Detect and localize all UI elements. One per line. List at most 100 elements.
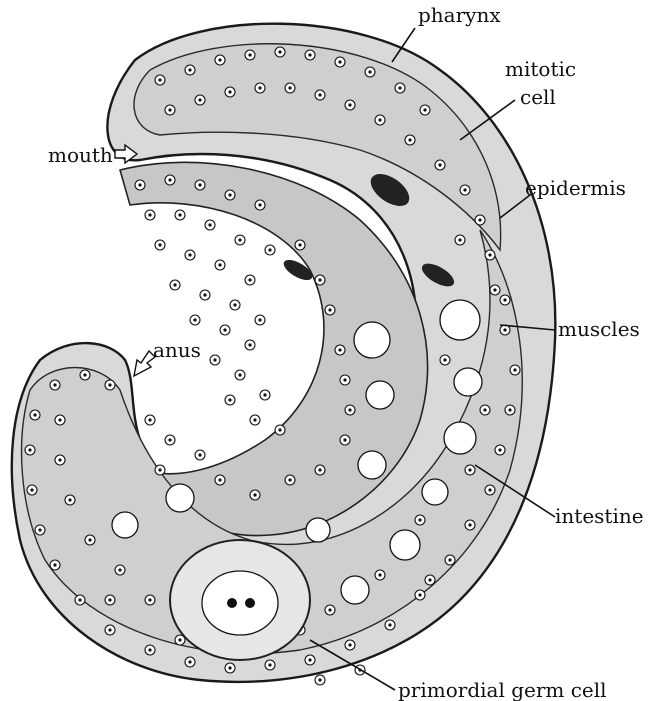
- cell-nucleolus: [368, 70, 371, 73]
- cell-nucleolus: [248, 278, 251, 281]
- cell-nucleolus: [348, 408, 351, 411]
- cell-nucleolus: [498, 448, 501, 451]
- cell-nucleolus: [258, 318, 261, 321]
- cell-nucleolus: [228, 90, 231, 93]
- cell-nucleolus: [268, 248, 271, 251]
- germ-cell-nucleolus-1: [227, 598, 237, 608]
- cell-nucleolus: [178, 213, 181, 216]
- label-epidermis: epidermis: [525, 176, 626, 200]
- intestine-cell-8: [390, 530, 420, 560]
- cell-nucleolus: [238, 373, 241, 376]
- cell-nucleolus: [193, 318, 196, 321]
- cell-nucleolus: [198, 183, 201, 186]
- cell-nucleolus: [298, 243, 301, 246]
- cell-nucleolus: [438, 163, 441, 166]
- cell-nucleolus: [418, 518, 421, 521]
- cell-nucleolus: [158, 243, 161, 246]
- cell-nucleolus: [253, 493, 256, 496]
- cell-nucleolus: [343, 378, 346, 381]
- cell-nucleolus: [308, 53, 311, 56]
- cell-nucleolus: [30, 488, 33, 491]
- cell-nucleolus: [108, 383, 111, 386]
- cell-nucleolus: [318, 468, 321, 471]
- cell-nucleolus: [228, 398, 231, 401]
- cell-nucleolus: [478, 218, 481, 221]
- cell-nucleolus: [378, 573, 381, 576]
- cell-nucleolus: [418, 593, 421, 596]
- cell-nucleolus: [188, 660, 191, 663]
- cell-nucleolus: [428, 578, 431, 581]
- cell-nucleolus: [148, 213, 151, 216]
- cell-nucleolus: [343, 438, 346, 441]
- cell-nucleolus: [308, 658, 311, 661]
- cell-nucleolus: [53, 383, 56, 386]
- label-mitotic-cell: cell: [520, 85, 556, 109]
- cell-nucleolus: [483, 408, 486, 411]
- cell-nucleolus: [318, 278, 321, 281]
- cell-nucleolus: [513, 368, 516, 371]
- cell-nucleolus: [423, 108, 426, 111]
- cell-nucleolus: [248, 53, 251, 56]
- intestine-cell-10: [166, 484, 194, 512]
- cell-nucleolus: [108, 628, 111, 631]
- cell-nucleolus: [233, 303, 236, 306]
- cell-nucleolus: [168, 178, 171, 181]
- cell-nucleolus: [88, 538, 91, 541]
- germ-cell-nucleolus-2: [245, 598, 255, 608]
- cell-nucleolus: [173, 283, 176, 286]
- cell-nucleolus: [328, 608, 331, 611]
- cell-nucleolus: [348, 103, 351, 106]
- cell-nucleolus: [28, 448, 31, 451]
- cell-nucleolus: [78, 598, 81, 601]
- cell-nucleolus: [148, 598, 151, 601]
- cell-nucleolus: [348, 643, 351, 646]
- cell-nucleolus: [178, 638, 181, 641]
- intestine-cell-3: [358, 451, 386, 479]
- cell-nucleolus: [108, 598, 111, 601]
- cell-nucleolus: [443, 358, 446, 361]
- cell-nucleolus: [263, 393, 266, 396]
- cell-nucleolus: [503, 328, 506, 331]
- cell-nucleolus: [198, 98, 201, 101]
- cell-nucleolus: [168, 438, 171, 441]
- label-mitotic: mitotic: [505, 57, 576, 81]
- cell-nucleolus: [218, 263, 221, 266]
- cell-nucleolus: [188, 68, 191, 71]
- cell-nucleolus: [218, 58, 221, 61]
- cell-nucleolus: [398, 86, 401, 89]
- cell-nucleolus: [408, 138, 411, 141]
- cell-nucleolus: [493, 288, 496, 291]
- cell-nucleolus: [288, 478, 291, 481]
- intestine-cell-4: [440, 300, 480, 340]
- cell-nucleolus: [253, 418, 256, 421]
- label-muscles: muscles: [558, 317, 640, 341]
- intestine-cell-5: [454, 368, 482, 396]
- intestine-cell-9: [341, 576, 369, 604]
- cell-nucleolus: [318, 93, 321, 96]
- cell-nucleolus: [188, 253, 191, 256]
- intestine-cell-12: [306, 518, 330, 542]
- cell-nucleolus: [218, 478, 221, 481]
- intestine-cell-6: [444, 422, 476, 454]
- cell-nucleolus: [33, 413, 36, 416]
- cell-nucleolus: [148, 418, 151, 421]
- cell-nucleolus: [83, 373, 86, 376]
- cell-nucleolus: [268, 663, 271, 666]
- cell-nucleolus: [463, 188, 466, 191]
- cell-nucleolus: [38, 528, 41, 531]
- germ-cell-nucleus: [202, 571, 278, 635]
- cell-nucleolus: [248, 343, 251, 346]
- intestine-cell-11: [112, 512, 138, 538]
- cell-nucleolus: [148, 648, 151, 651]
- cell-nucleolus: [198, 453, 201, 456]
- cell-nucleolus: [468, 468, 471, 471]
- label-anus: anus: [153, 338, 201, 362]
- cell-nucleolus: [318, 678, 321, 681]
- cell-nucleolus: [228, 666, 231, 669]
- cell-nucleolus: [168, 108, 171, 111]
- cell-nucleolus: [378, 118, 381, 121]
- label-primordial-germ-cell: primordial germ cell: [398, 678, 607, 701]
- cell-nucleolus: [488, 488, 491, 491]
- cell-nucleolus: [238, 238, 241, 241]
- intestine-cell-2: [366, 381, 394, 409]
